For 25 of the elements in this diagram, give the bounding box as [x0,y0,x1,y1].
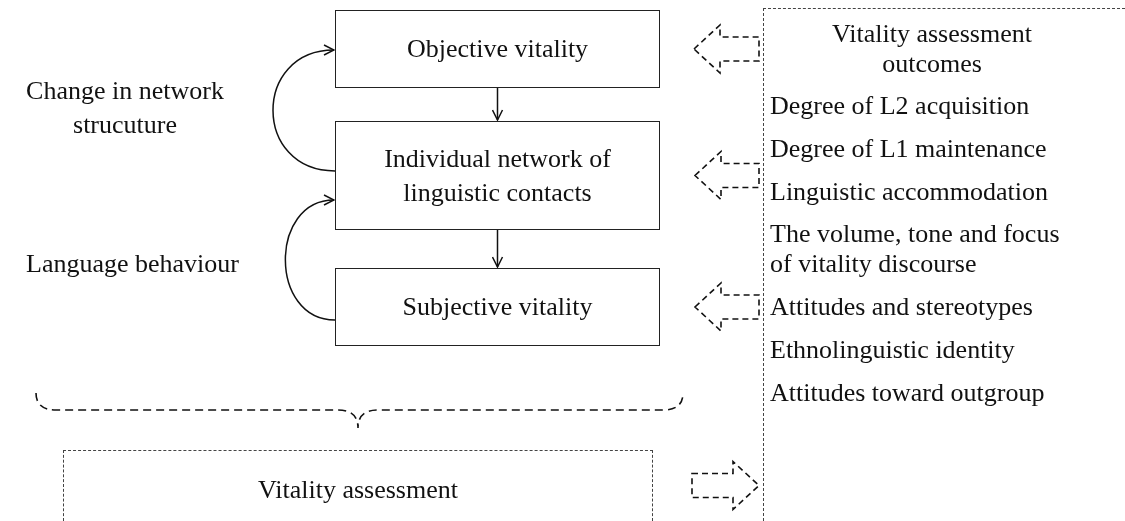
curved-arrow [272,45,336,172]
process-box [335,10,660,88]
block-arrow [692,23,760,75]
curved-arrow [284,195,336,321]
block-arrow [691,459,761,512]
process-box [335,268,660,346]
outcome-item: Attitudes and stereotypes [770,292,1034,323]
box-label: Objective vitality [405,33,590,66]
outcome-item: Degree of L1 maintenance [770,133,1048,164]
arrow [491,229,504,268]
outcomes-panel [763,8,1125,521]
process-box [63,450,653,521]
panel-heading: Vitality assessment outcomes [831,19,1033,79]
box-label: Individual network of linguistic contacts [383,142,612,209]
outcome-item: Ethnolinguistic identity [770,335,1016,365]
outcome-item: The volume, tone and focus of vitality discourse [770,219,1060,280]
outcome-item: Linguistic accommodation [770,176,1049,207]
process-box [335,121,660,230]
outcome-item: Degree of L2 acquisition [770,90,1031,121]
arrow [491,87,504,121]
outcome-item: Attitudes toward outgroup [770,378,1046,408]
box-label: Subjective vitality [401,291,594,324]
block-arrow [693,149,760,202]
box-label: Vitality assessment [257,474,459,506]
block-arrow [693,281,760,333]
